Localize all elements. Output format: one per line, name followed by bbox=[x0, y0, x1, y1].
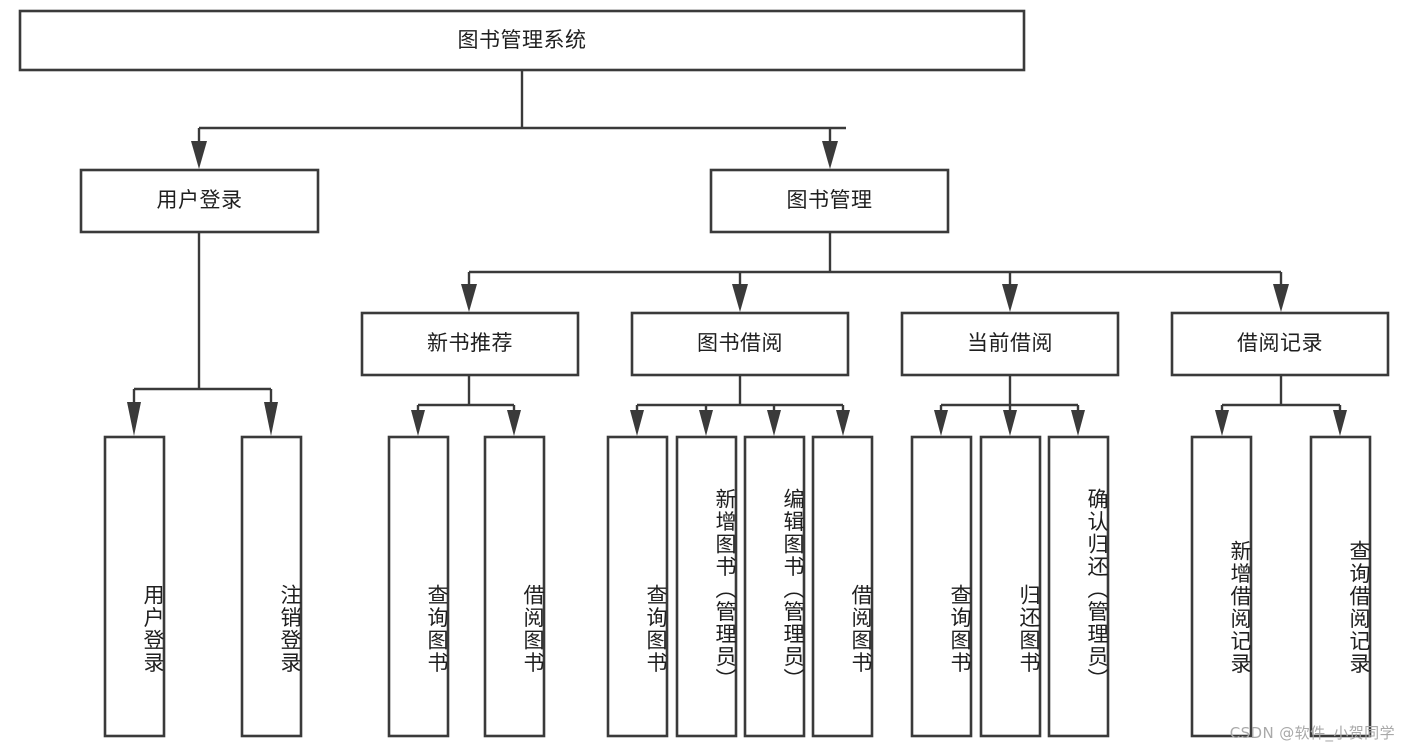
node-box-leaf-edit-book[interactable] bbox=[743, 435, 806, 738]
connector-root-to-level2 bbox=[191, 70, 846, 169]
node-box-leaf-user-login[interactable] bbox=[103, 435, 166, 738]
node-box-leaf-add-book[interactable] bbox=[675, 435, 738, 738]
node-box-new-book-recommend[interactable] bbox=[360, 311, 580, 377]
node-box-leaf-borrow-book-2[interactable] bbox=[811, 435, 874, 738]
node-box-leaf-confirm-return[interactable] bbox=[1047, 435, 1110, 738]
node-box-root[interactable] bbox=[18, 9, 1026, 72]
connector-borrowbook-to-leaves bbox=[630, 375, 850, 436]
node-box-current-borrow[interactable] bbox=[900, 311, 1120, 377]
connector-currentborrow-to-leaves bbox=[934, 375, 1085, 436]
node-box-book-borrow[interactable] bbox=[630, 311, 850, 377]
connector-borrowrecord-to-leaves bbox=[1215, 375, 1347, 436]
node-box-leaf-query-book-1[interactable] bbox=[387, 435, 450, 738]
node-box-leaf-return-book[interactable] bbox=[979, 435, 1042, 738]
node-box-book-management[interactable] bbox=[709, 168, 950, 234]
node-box-user-login[interactable] bbox=[79, 168, 320, 234]
node-box-borrow-record[interactable] bbox=[1170, 311, 1390, 377]
connector-bookmgmt-to-level3 bbox=[461, 232, 1289, 312]
watermark-csdn: CSDN @软件_小贺同学 bbox=[1229, 724, 1395, 742]
node-box-leaf-borrow-book-1[interactable] bbox=[483, 435, 546, 738]
connector-newbook-to-leaves bbox=[411, 375, 521, 436]
node-box-leaf-query-book-3[interactable] bbox=[910, 435, 973, 738]
node-box-leaf-logout[interactable] bbox=[240, 435, 303, 738]
node-box-leaf-query-book-2[interactable] bbox=[606, 435, 669, 738]
connector-userlogin-to-leaves bbox=[127, 232, 278, 436]
node-box-leaf-query-borrow-record[interactable] bbox=[1309, 435, 1372, 738]
node-box-leaf-add-borrow-record[interactable] bbox=[1190, 435, 1253, 738]
